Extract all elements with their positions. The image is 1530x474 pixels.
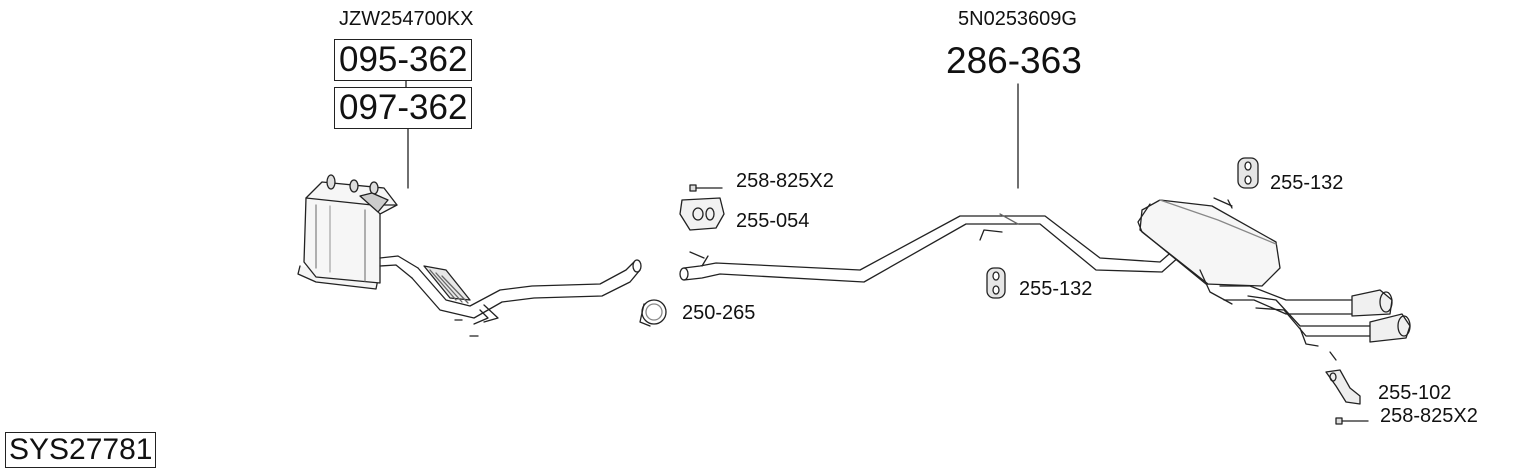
flex-pipe-icon	[379, 255, 642, 337]
rear-silencer-icon	[679, 197, 1411, 361]
rubber-mid-label[interactable]: 255-132	[1019, 278, 1093, 300]
front-mount-label[interactable]: 255-054	[736, 210, 810, 232]
bolt-icon	[689, 184, 723, 192]
mounting-bracket-icon	[679, 197, 725, 231]
clamp-label[interactable]: 250-265	[682, 302, 756, 324]
dpf-part-number-2[interactable]: 097-362	[334, 87, 473, 129]
pipe-clamp-icon	[639, 299, 667, 327]
rear-part-number[interactable]: 286-363	[946, 40, 1082, 81]
rear-oem-number: 5N0253609G	[958, 8, 1077, 30]
bolt-label-rear[interactable]: 258-825X2	[1380, 405, 1478, 427]
dpf-oem-number: JZW254700KX	[339, 8, 474, 30]
dpf-part-number-1[interactable]: 095-362	[334, 39, 473, 81]
rear-bracket-label[interactable]: 255-102	[1378, 382, 1452, 404]
rubber-hanger-icon	[1237, 157, 1259, 189]
rubber-right-label[interactable]: 255-132	[1270, 172, 1344, 194]
bolt-icon	[1335, 417, 1369, 425]
bolt-label-top[interactable]: 258-825X2	[736, 170, 834, 192]
rubber-hanger-icon	[986, 267, 1006, 299]
system-id: SYS27781	[5, 432, 157, 468]
diesel-particulate-filter-icon	[297, 174, 398, 290]
mounting-bracket-icon	[1325, 369, 1361, 405]
